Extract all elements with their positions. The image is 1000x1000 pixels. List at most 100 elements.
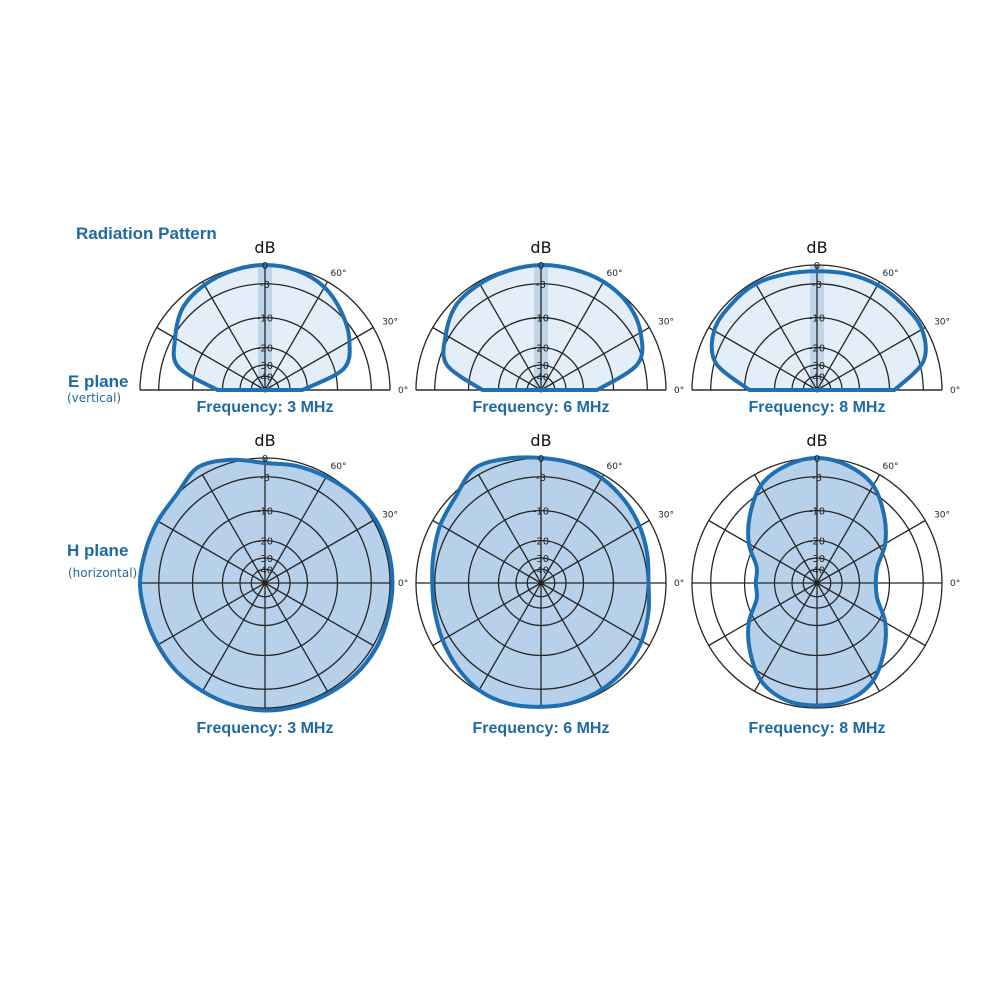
db-unit-label: dB bbox=[806, 431, 827, 450]
angle-label: 0° bbox=[398, 386, 408, 396]
db-tick-label: -3 bbox=[812, 280, 822, 291]
db-tick-label: -20 bbox=[257, 344, 273, 355]
db-tick-label: -30 bbox=[257, 361, 273, 372]
h-plane-sublabel: (horizontal) bbox=[68, 566, 138, 580]
e-plane-sublabel: (vertical) bbox=[67, 391, 122, 405]
grid-spoke bbox=[708, 582, 818, 647]
grid-spoke bbox=[753, 281, 818, 391]
grid-spoke bbox=[201, 474, 266, 584]
db-tick-label: 0 bbox=[262, 454, 268, 465]
pattern-outline bbox=[171, 263, 352, 392]
db-unit-label: dB bbox=[530, 238, 551, 257]
db-unit-label: dB bbox=[254, 431, 275, 450]
angle-label: 60° bbox=[607, 462, 623, 472]
db-tick-label: -40 bbox=[257, 565, 273, 576]
frequency-label: Frequency: 3 MHz bbox=[197, 399, 334, 416]
db-tick-label: 0 bbox=[538, 454, 544, 465]
db-tick-label: 0 bbox=[814, 261, 820, 272]
grid-spoke bbox=[264, 326, 374, 391]
grid-spoke bbox=[816, 281, 881, 391]
grid-spoke bbox=[201, 582, 266, 692]
angle-label: 30° bbox=[658, 510, 674, 520]
pattern-outline bbox=[441, 262, 645, 392]
grid-spoke bbox=[708, 519, 818, 584]
angle-label: 30° bbox=[382, 317, 398, 327]
db-tick-label: -20 bbox=[809, 537, 825, 548]
angle-label: 60° bbox=[331, 269, 347, 279]
grid-spoke bbox=[540, 326, 650, 391]
db-tick-label: -3 bbox=[536, 280, 546, 291]
page-title: Radiation Pattern bbox=[76, 224, 217, 243]
db-tick-label: 0 bbox=[814, 454, 820, 465]
grid-spoke bbox=[264, 582, 374, 647]
db-unit-label: dB bbox=[254, 238, 275, 257]
grid-spoke bbox=[156, 582, 266, 647]
angle-label: 60° bbox=[883, 462, 899, 472]
db-tick-label: -30 bbox=[809, 554, 825, 565]
db-tick-label: -10 bbox=[257, 314, 273, 325]
grid-spoke bbox=[432, 519, 542, 584]
db-tick-label: -10 bbox=[257, 507, 273, 518]
grid-spoke bbox=[540, 281, 605, 391]
db-tick-label: -3 bbox=[536, 473, 546, 484]
angle-label: 0° bbox=[950, 579, 960, 589]
db-unit-label: dB bbox=[530, 431, 551, 450]
angle-label: 30° bbox=[934, 510, 950, 520]
angle-label: 0° bbox=[398, 579, 408, 589]
grid-spoke bbox=[264, 474, 329, 584]
db-tick-label: -20 bbox=[809, 344, 825, 355]
db-tick-label: -20 bbox=[533, 537, 549, 548]
center-dot bbox=[538, 580, 544, 586]
pattern-outline bbox=[138, 457, 395, 713]
h-plane-label: H plane bbox=[67, 541, 129, 560]
db-tick-label: -20 bbox=[533, 344, 549, 355]
angle-label: 60° bbox=[331, 462, 347, 472]
db-tick-label: -30 bbox=[257, 554, 273, 565]
db-tick-label: -30 bbox=[533, 554, 549, 565]
frequency-label: Frequency: 6 MHz bbox=[473, 720, 610, 737]
grid-spoke bbox=[201, 281, 266, 391]
db-tick-label: -10 bbox=[809, 314, 825, 325]
db-tick-label: -10 bbox=[809, 507, 825, 518]
db-tick-label: -10 bbox=[533, 507, 549, 518]
db-tick-label: -30 bbox=[533, 361, 549, 372]
e-plane-label: E plane bbox=[68, 372, 129, 391]
db-tick-label: -40 bbox=[533, 565, 549, 576]
angle-label: 0° bbox=[674, 386, 684, 396]
grid-spoke bbox=[753, 474, 818, 584]
db-tick-label: 0 bbox=[262, 261, 268, 272]
grid-spoke bbox=[708, 326, 818, 391]
grid-spoke bbox=[540, 519, 650, 584]
db-tick-label: -40 bbox=[809, 565, 825, 576]
grid-spoke bbox=[540, 582, 650, 647]
db-tick-label: -3 bbox=[260, 473, 270, 484]
frequency-label: Frequency: 6 MHz bbox=[473, 399, 610, 416]
grid-spoke bbox=[816, 326, 926, 391]
db-tick-label: -30 bbox=[809, 361, 825, 372]
grid-spoke bbox=[753, 582, 818, 692]
db-tick-label: -3 bbox=[260, 280, 270, 291]
db-tick-label: -10 bbox=[533, 314, 549, 325]
angle-label: 30° bbox=[658, 317, 674, 327]
angle-label: 60° bbox=[607, 269, 623, 279]
grid-spoke bbox=[477, 281, 542, 391]
db-tick-label: -40 bbox=[533, 372, 549, 383]
angle-label: 30° bbox=[382, 510, 398, 520]
grid-spoke bbox=[264, 519, 374, 584]
grid-spoke bbox=[540, 474, 605, 584]
grid-spoke bbox=[816, 582, 926, 647]
db-tick-label: -40 bbox=[257, 372, 273, 383]
grid-spoke bbox=[432, 582, 542, 647]
frequency-label: Frequency: 3 MHz bbox=[197, 720, 334, 737]
pattern-outline bbox=[430, 455, 652, 709]
db-unit-label: dB bbox=[806, 238, 827, 257]
grid-spoke bbox=[477, 582, 542, 692]
frequency-label: Frequency: 8 MHz bbox=[749, 399, 886, 416]
angle-label: 0° bbox=[950, 386, 960, 396]
polar-chart-e-plane-1: 0 -3 -10 -20 -30-40 60° 30° 0° dB Frequency: 3 MH… bbox=[139, 238, 408, 416]
frequency-label: Frequency: 8 MHz bbox=[749, 720, 886, 737]
grid-spoke bbox=[156, 519, 266, 584]
